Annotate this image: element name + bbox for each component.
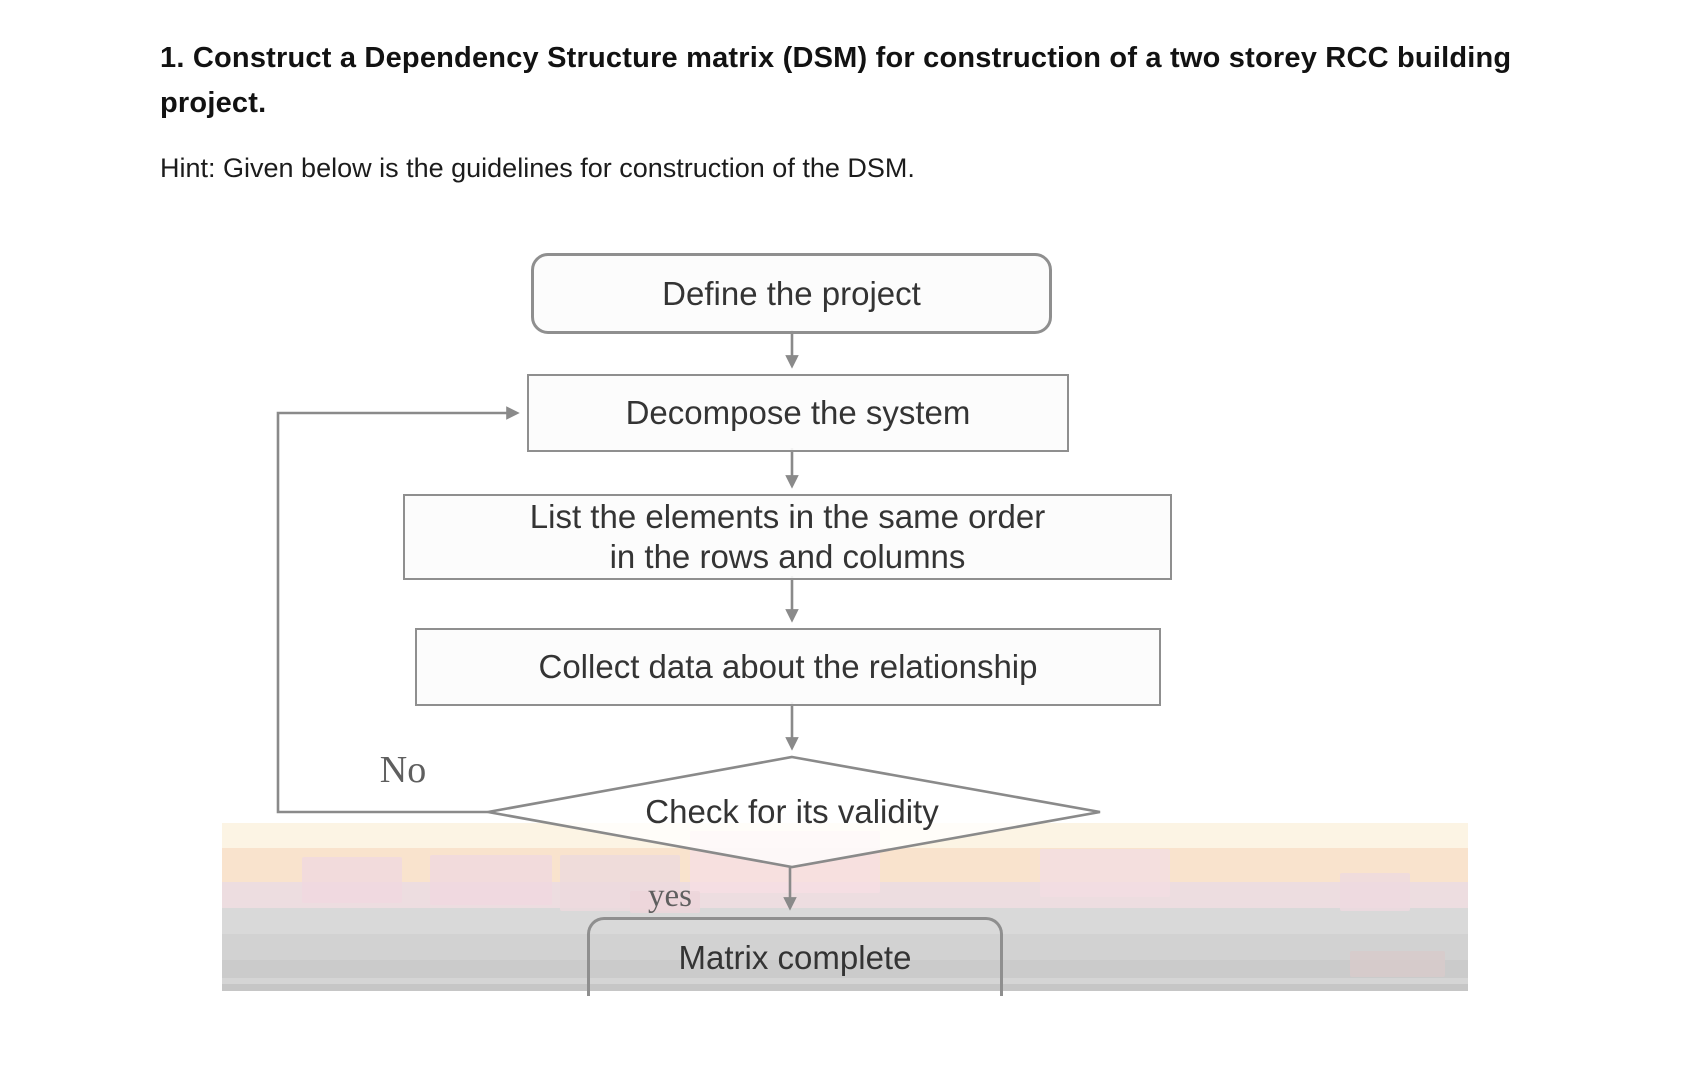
node-label: List the elements in the same order in t… — [529, 498, 1046, 575]
node-list-the-elements: List the elements in the same order in t… — [403, 494, 1172, 580]
pink-patch — [1040, 849, 1170, 897]
edge-label-yes: yes — [648, 878, 692, 914]
pink-patch — [630, 891, 700, 913]
node-label: Define the project — [662, 274, 921, 312]
node-label: Check for its validity — [645, 793, 939, 830]
edge-label-no: No — [379, 749, 427, 791]
pink-patch — [1350, 951, 1445, 977]
band-stripe — [222, 934, 1468, 960]
node-collect-data: Collect data about the relationship — [415, 628, 1161, 706]
node-label: Collect data about the relationship — [538, 648, 1038, 685]
node-define-the-project: Define the project — [531, 253, 1052, 334]
band-stripe — [222, 908, 1468, 934]
question-title: 1. Construct a Dependency Structure matr… — [160, 42, 1512, 119]
band-stripe — [222, 978, 1468, 984]
node-check-validity-label: Check for its validity — [572, 791, 1012, 833]
hint-text: Hint: Given below is the guidelines for … — [160, 153, 915, 183]
node-decompose-the-system: Decompose the system — [527, 374, 1069, 452]
node-label: Decompose the system — [625, 394, 971, 431]
node-label: Matrix complete — [678, 939, 912, 976]
node-matrix-complete: Matrix complete — [587, 917, 1003, 996]
pink-patch — [302, 857, 402, 903]
band-stripe — [222, 984, 1468, 991]
pink-patch — [430, 855, 552, 905]
band-stripe — [222, 960, 1468, 978]
pink-patch — [1340, 873, 1410, 911]
